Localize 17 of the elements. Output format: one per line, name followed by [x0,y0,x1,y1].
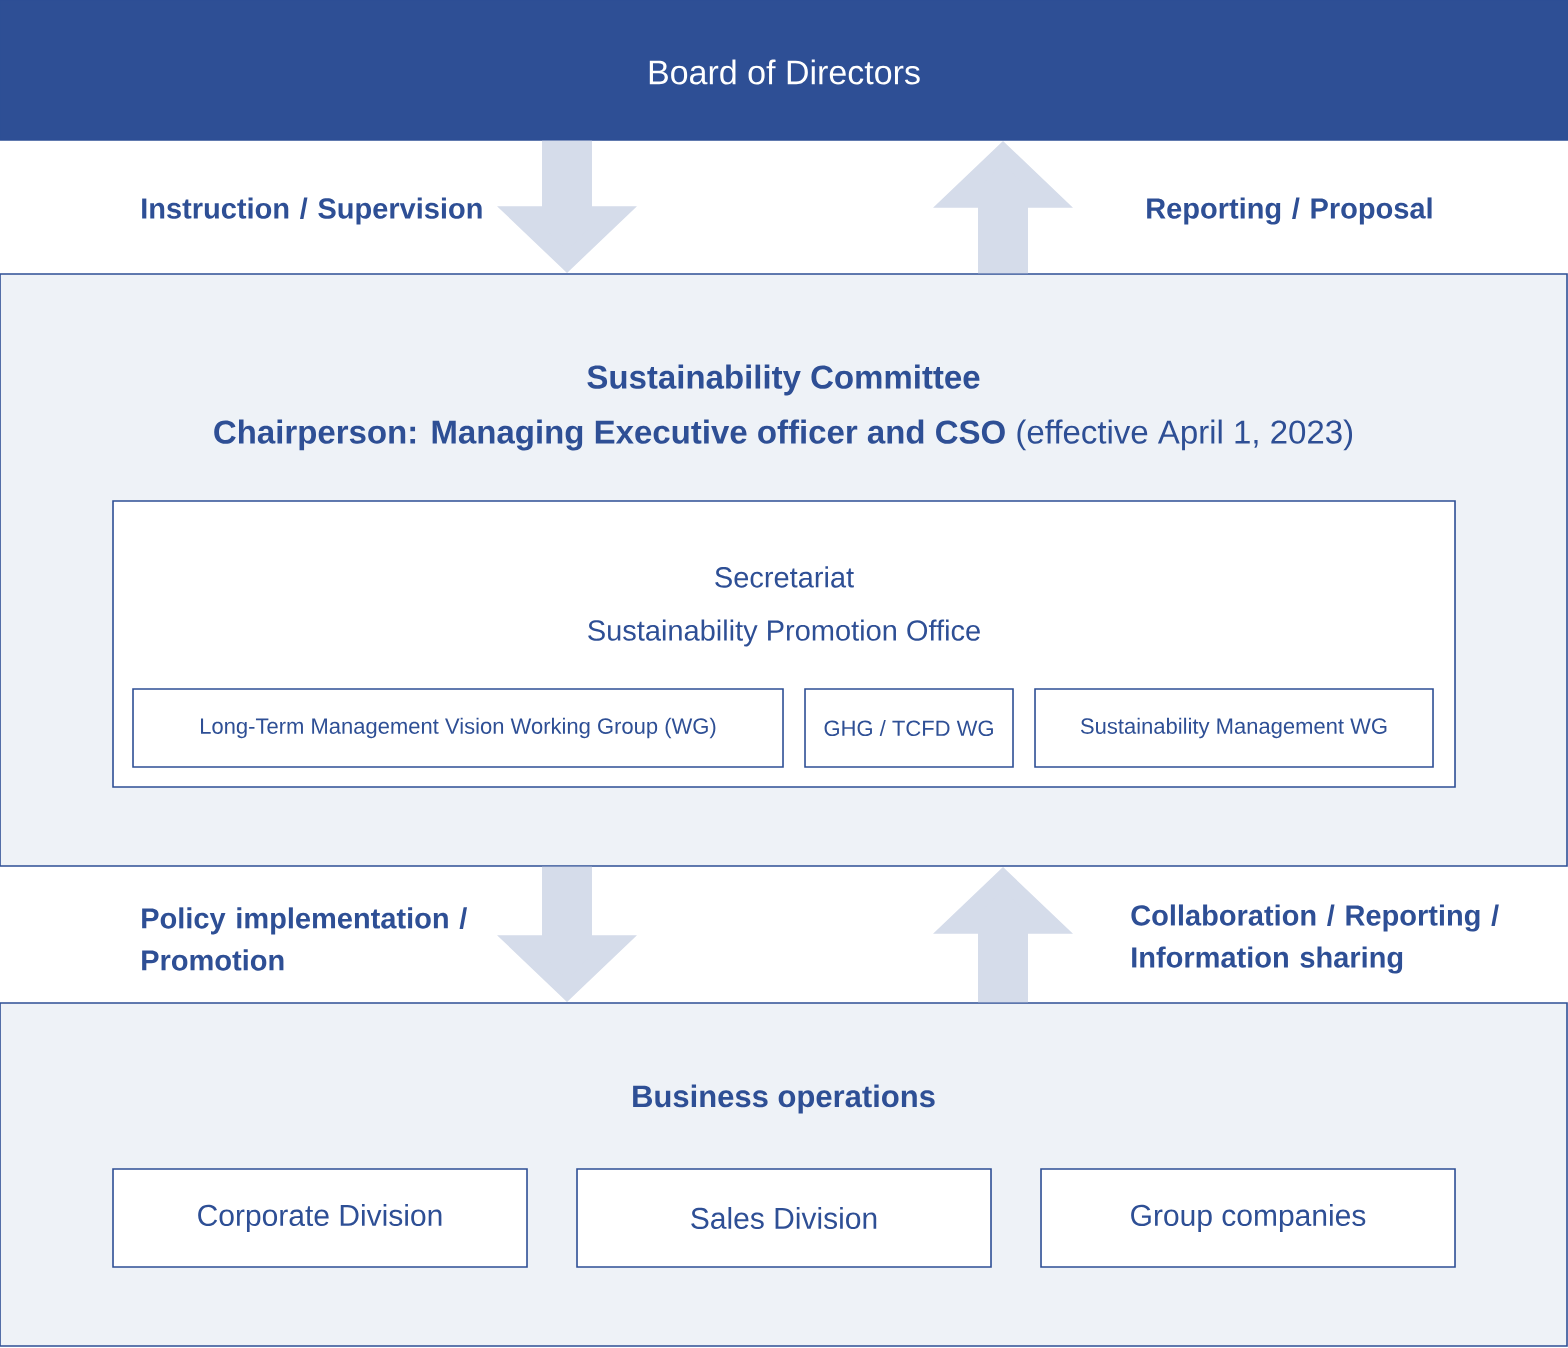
working-group-box: Long-Term Management Vision Working Group (WG) [132,688,784,768]
division-box: Sales Division [576,1168,992,1268]
heading: Secretariat [715,566,854,588]
subheading: Sustainability Promotion Office [588,619,980,647]
division-box: Corporate Division [112,1168,528,1268]
subheading: Chairperson: Managing Executive officer and CSO (effective April 1, 2023) [214,419,1353,451]
working-group-box: GHG / TCFD WG [804,688,1014,768]
heading: Board of Directors [649,59,920,85]
edge-label: Reporting / Proposal [1147,197,1432,225]
board-band [0,0,1568,141]
heading: Business operations [633,1084,935,1114]
heading: Sustainability Committee [587,364,980,396]
edge-label: Instruction / Supervision [142,197,482,225]
division-box: Group companies [1040,1168,1456,1268]
edge-label: Collaboration / Reporting / Information sharing [1131,904,1499,974]
edge-label: Policy implementation / Promotion [142,907,468,971]
working-group-box: Sustainability Management WG [1034,688,1434,768]
